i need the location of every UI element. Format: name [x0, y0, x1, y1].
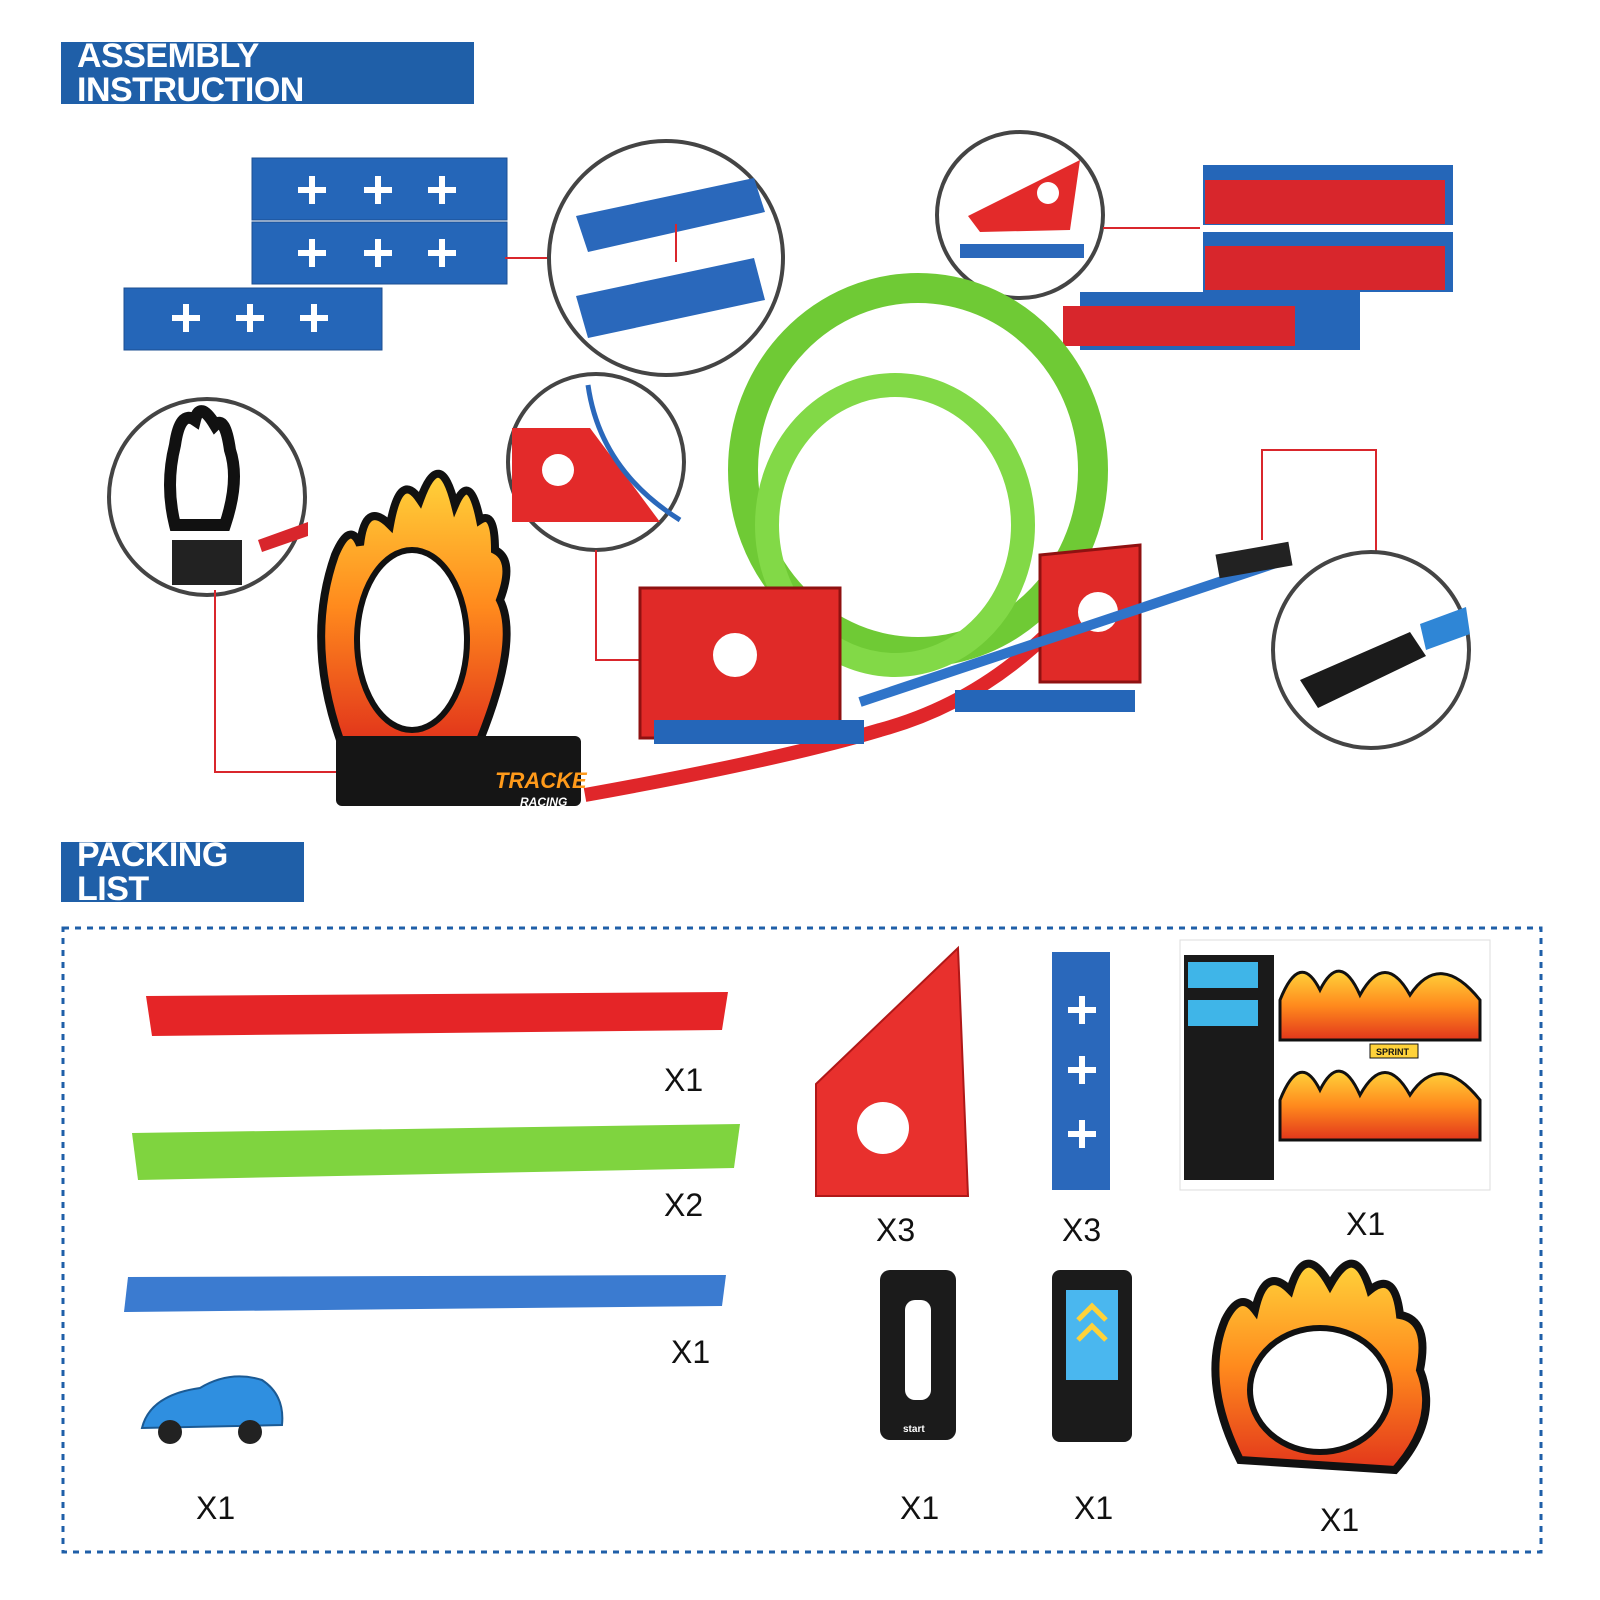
green-loop	[728, 273, 1108, 677]
tracke-decal: TRACKE	[495, 768, 588, 793]
assembly-instruction-banner: ASSEMBLY INSTRUCTION	[61, 39, 474, 107]
callout-launcher	[1271, 550, 1471, 750]
packing-blue-plate	[1052, 952, 1110, 1190]
packing-red-bracket	[815, 945, 970, 1197]
qty-start-gate: X1	[1074, 1490, 1114, 1526]
launcher-assembled	[1215, 541, 1293, 579]
sprint-decal: SPRINT	[1376, 1047, 1410, 1057]
qty-sticker-sheet: X1	[1346, 1206, 1386, 1242]
packing-start-gate	[1052, 1270, 1132, 1442]
qty-blue-track: X1	[671, 1334, 711, 1370]
packing-list-border	[61, 926, 1543, 1554]
qty-fire-ring: X1	[1320, 1502, 1360, 1538]
qty-red-bracket: X3	[876, 1212, 916, 1248]
red-track-curve	[583, 605, 1076, 802]
callout-bracket-plate	[935, 130, 1200, 300]
packing-list-banner: PACKING LIST	[61, 838, 304, 906]
fire-ring-assembled: TRACKE RACING	[317, 469, 588, 809]
blue-base-plates-group	[123, 157, 552, 351]
packing-sticker-sheet: SPRINT	[1179, 939, 1491, 1191]
packing-red-track	[146, 992, 728, 1036]
packing-blue-track	[124, 1275, 726, 1312]
qty-green-track: X2	[664, 1187, 704, 1223]
red-brackets-on-plates	[1063, 165, 1453, 350]
racing-decal: RACING	[520, 795, 567, 809]
callout-fire-ring-base	[107, 397, 338, 773]
start-decal: start	[903, 1424, 925, 1435]
packing-fire-ring	[1211, 1259, 1431, 1475]
packing-toy-car	[140, 1375, 284, 1444]
qty-blue-plate: X3	[1062, 1212, 1102, 1248]
callout-plate-join	[547, 139, 785, 377]
blue-track-straight	[858, 555, 1287, 707]
qty-red-track: X1	[664, 1062, 704, 1098]
packing-green-track	[132, 1124, 740, 1180]
packing-launcher: start	[880, 1270, 956, 1440]
qty-toy-car: X1	[196, 1490, 236, 1526]
callout-bracket-track	[506, 372, 686, 661]
red-support-towers	[638, 543, 1142, 744]
qty-launcher: X1	[900, 1490, 940, 1526]
